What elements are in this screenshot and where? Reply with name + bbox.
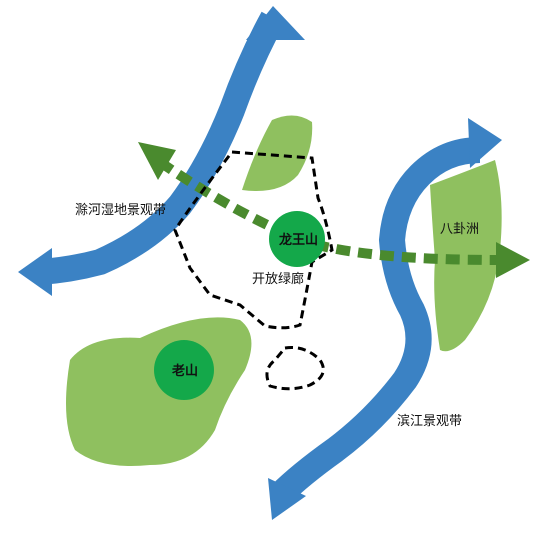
longwangshan-circle [269, 211, 325, 267]
binjiang-label: 滨江景观带 [397, 413, 462, 429]
binjiang-river-body [270, 137, 481, 505]
chuhe-arrow-head-north [246, 6, 305, 40]
corridor-arrow-head-northwest [138, 142, 176, 180]
laoshan-green-area [66, 317, 252, 466]
longwangshan-label: 龙王山 [279, 232, 318, 248]
laoshan-label: 老山 [171, 363, 198, 379]
baguazhou-green-area [430, 160, 502, 352]
chuhe-river-body [39, 11, 285, 285]
laoshan-circle [154, 340, 214, 400]
baguazhou-label: 八卦洲 [440, 222, 479, 237]
open-corridor-label: 开放绿廊 [252, 271, 304, 287]
binjiang-arrow-head-northeast [468, 118, 502, 168]
north-green-patch [242, 115, 313, 191]
chuhe-arrow-head-west [18, 248, 52, 296]
corridor-arrow-head-east [496, 242, 530, 278]
chuhe-wetland-label: 滁河湿地景观带 [75, 202, 166, 218]
study-area-boundary [173, 150, 334, 330]
study-area-boundary-south [265, 346, 325, 391]
binjiang-arrow-head-southwest [268, 478, 306, 520]
